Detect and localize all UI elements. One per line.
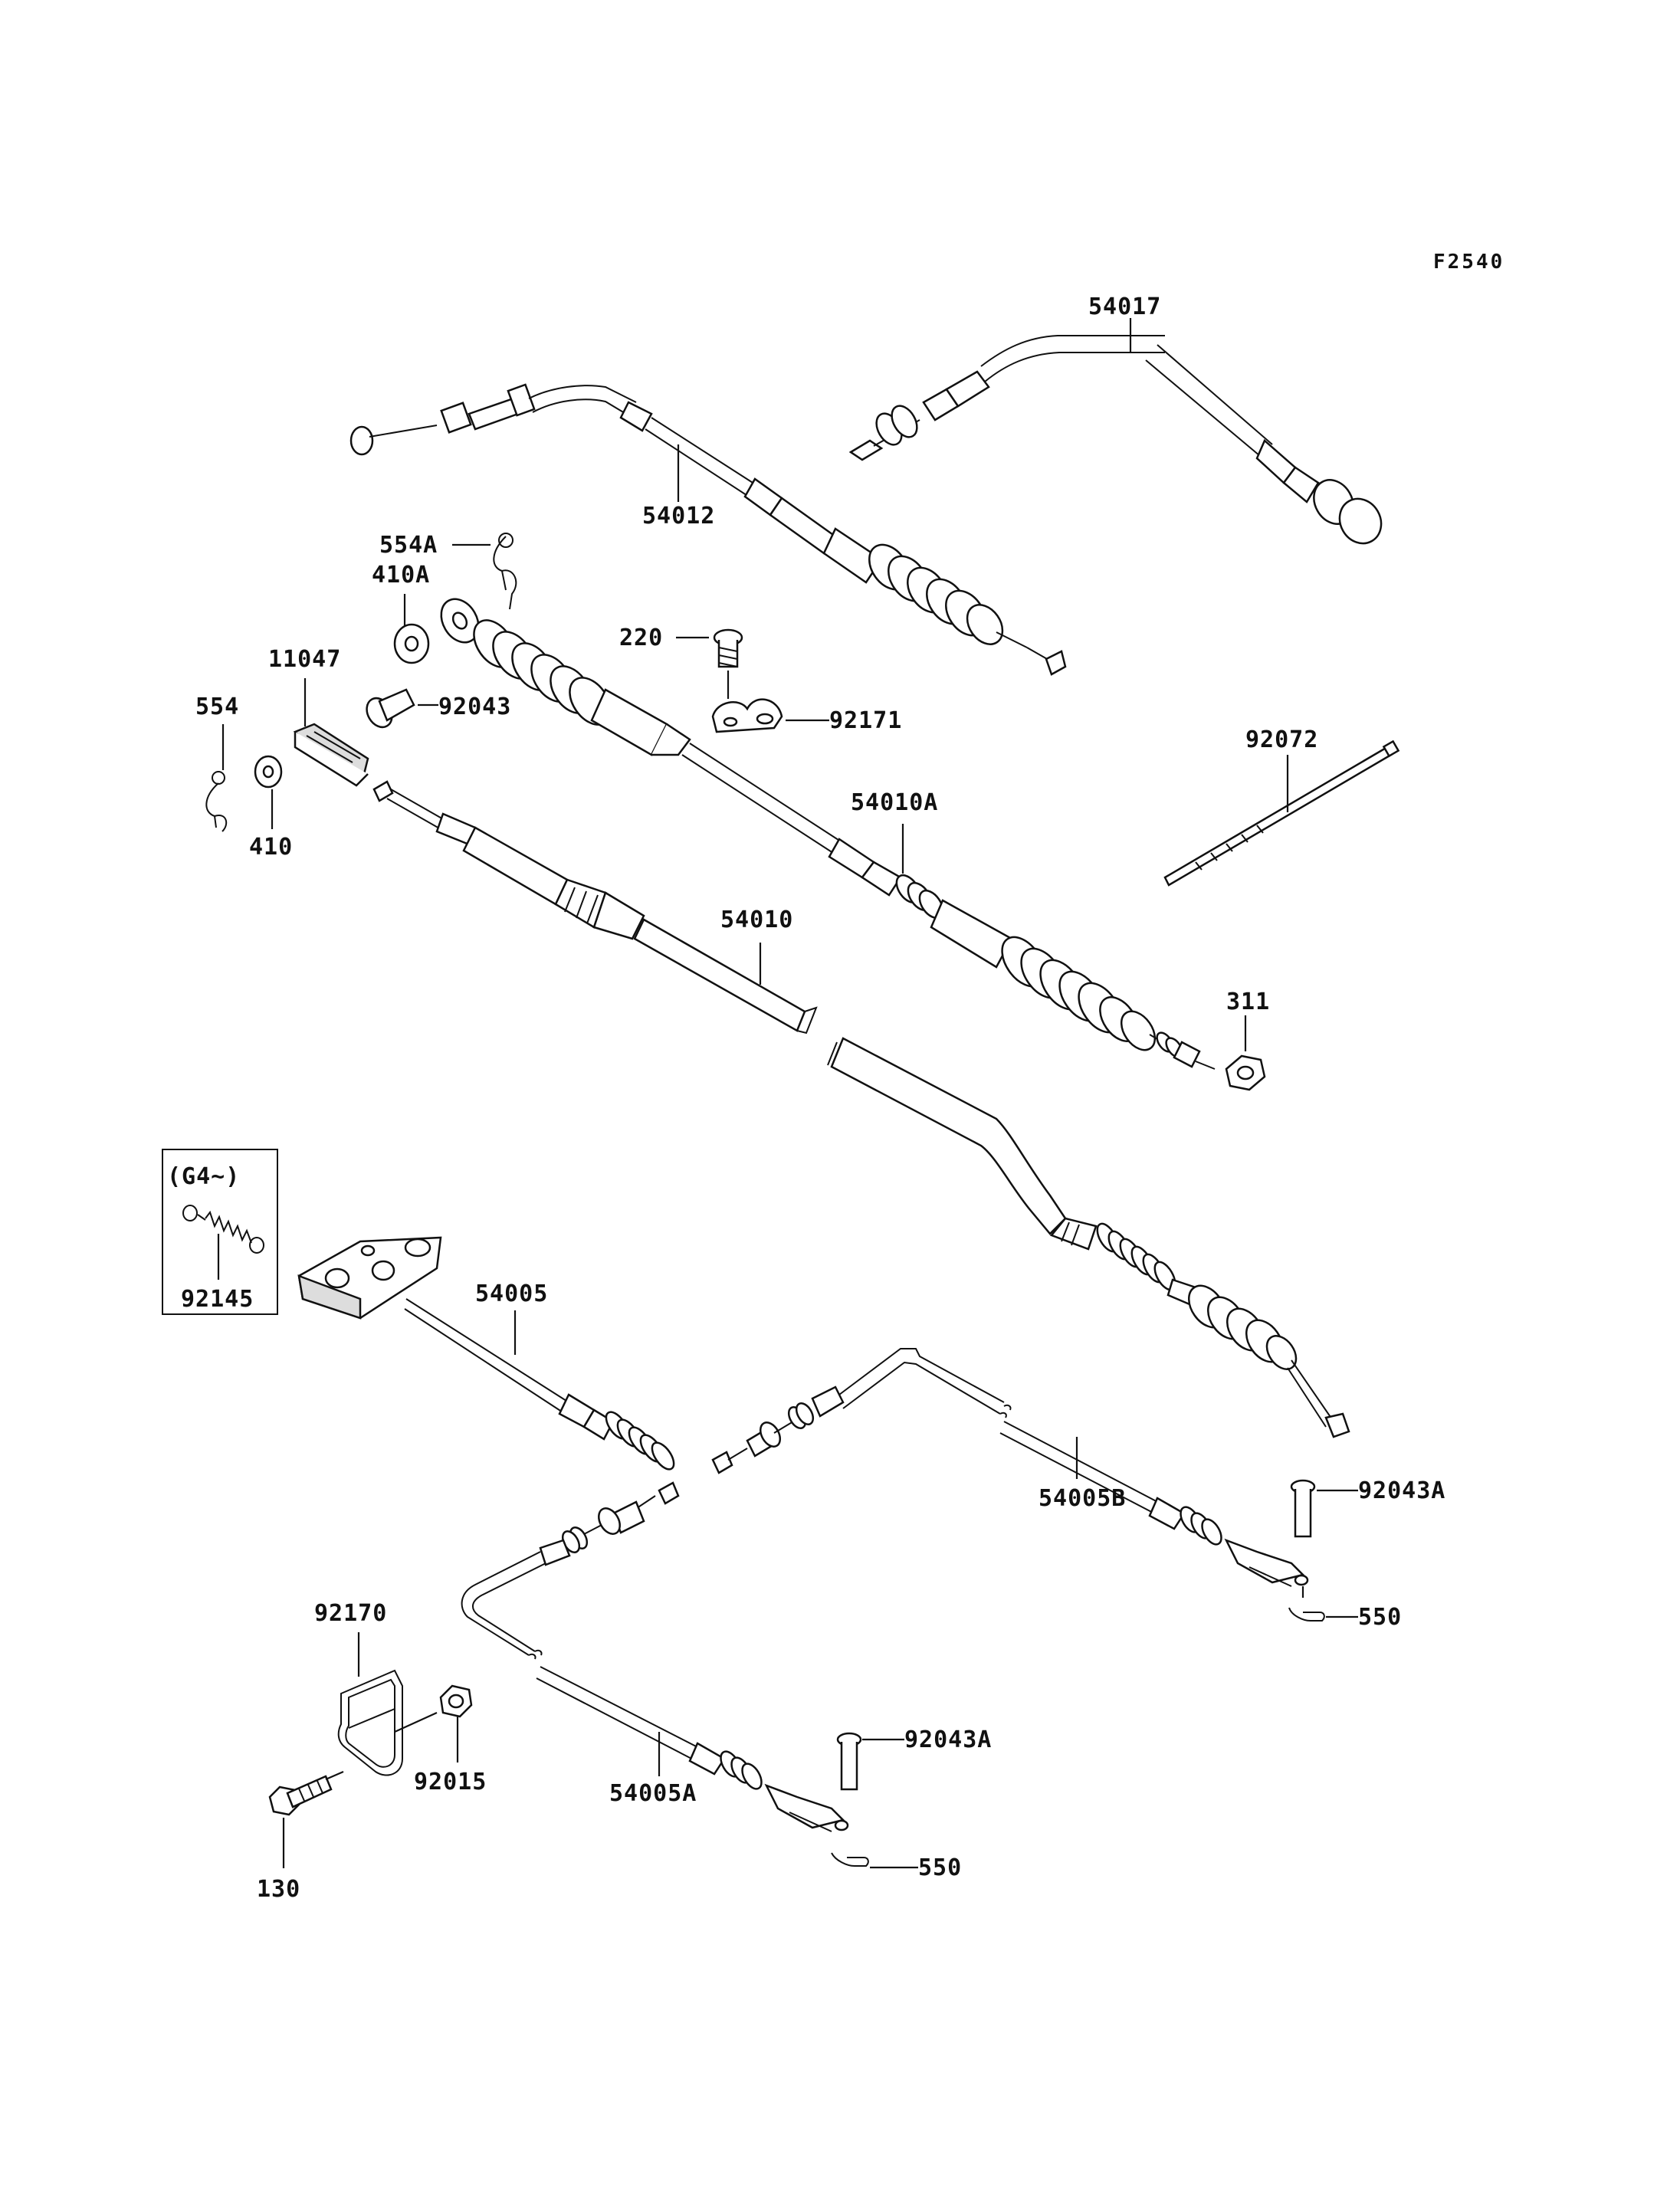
label-54010: 54010 xyxy=(720,907,793,933)
label-410A: 410A xyxy=(372,562,430,589)
label-92043: 92043 xyxy=(438,694,511,720)
nut-311[interactable] xyxy=(1225,1054,1266,1091)
leader-130-link xyxy=(325,1770,344,1781)
washer-410[interactable] xyxy=(254,755,283,789)
pin-92043[interactable] xyxy=(362,688,415,732)
cotter-pin-554A[interactable] xyxy=(493,533,517,610)
clamp-92171[interactable] xyxy=(711,698,783,733)
label-311: 311 xyxy=(1226,989,1270,1015)
label-92043A-upper: 92043A xyxy=(1358,1477,1445,1504)
label-130: 130 xyxy=(257,1876,300,1903)
label-54005: 54005 xyxy=(475,1280,548,1307)
label-92170: 92170 xyxy=(314,1600,387,1627)
label-410: 410 xyxy=(249,834,293,861)
bracket-11047[interactable] xyxy=(293,723,369,787)
label-54010A: 54010A xyxy=(851,789,938,816)
cotter-pin-550-lower[interactable] xyxy=(831,1852,869,1867)
nut-92015[interactable] xyxy=(439,1684,473,1718)
cable-54017[interactable] xyxy=(848,335,1390,551)
label-92145: 92145 xyxy=(181,1286,254,1313)
label-554A: 554A xyxy=(379,532,438,559)
cable-54005B[interactable] xyxy=(711,1348,1309,1587)
cotter-pin-550-upper[interactable] xyxy=(1288,1607,1325,1622)
label-54012: 54012 xyxy=(642,503,715,530)
label-550-upper: 550 xyxy=(1358,1604,1402,1631)
diagram-code: F2540 xyxy=(1433,251,1504,274)
label-92015: 92015 xyxy=(414,1769,487,1795)
label-92072: 92072 xyxy=(1245,726,1318,753)
cable-54010[interactable] xyxy=(372,780,1350,1438)
cable-54005A[interactable] xyxy=(461,1481,849,1832)
washer-410A[interactable] xyxy=(393,623,430,664)
bolt-130[interactable] xyxy=(268,1775,333,1816)
cable-54005[interactable] xyxy=(297,1236,678,1473)
leader-92170-to-nut xyxy=(394,1711,438,1733)
spring-92145[interactable] xyxy=(182,1205,264,1254)
inset-box xyxy=(162,1149,278,1315)
label-54005A: 54005A xyxy=(609,1780,697,1807)
label-92043A-lower: 92043A xyxy=(904,1726,992,1753)
label-54017: 54017 xyxy=(1088,293,1161,320)
guide-92170[interactable] xyxy=(337,1669,403,1776)
label-54005B: 54005B xyxy=(1039,1485,1126,1512)
cable-tie-92072[interactable] xyxy=(1163,739,1400,887)
screw-220[interactable] xyxy=(713,628,743,668)
cable-54012[interactable] xyxy=(349,383,1067,676)
label-92171: 92171 xyxy=(829,707,902,734)
inset-condition: (G4~) xyxy=(167,1163,240,1190)
label-220: 220 xyxy=(619,625,663,651)
label-554: 554 xyxy=(195,694,239,720)
cotter-pin-554[interactable] xyxy=(205,771,228,832)
pin-92043A-lower[interactable] xyxy=(836,1732,862,1791)
label-550-lower: 550 xyxy=(918,1854,962,1881)
label-11047: 11047 xyxy=(268,646,341,673)
pin-92043A-upper[interactable] xyxy=(1290,1479,1316,1538)
cable-54010A[interactable] xyxy=(434,592,1216,1070)
